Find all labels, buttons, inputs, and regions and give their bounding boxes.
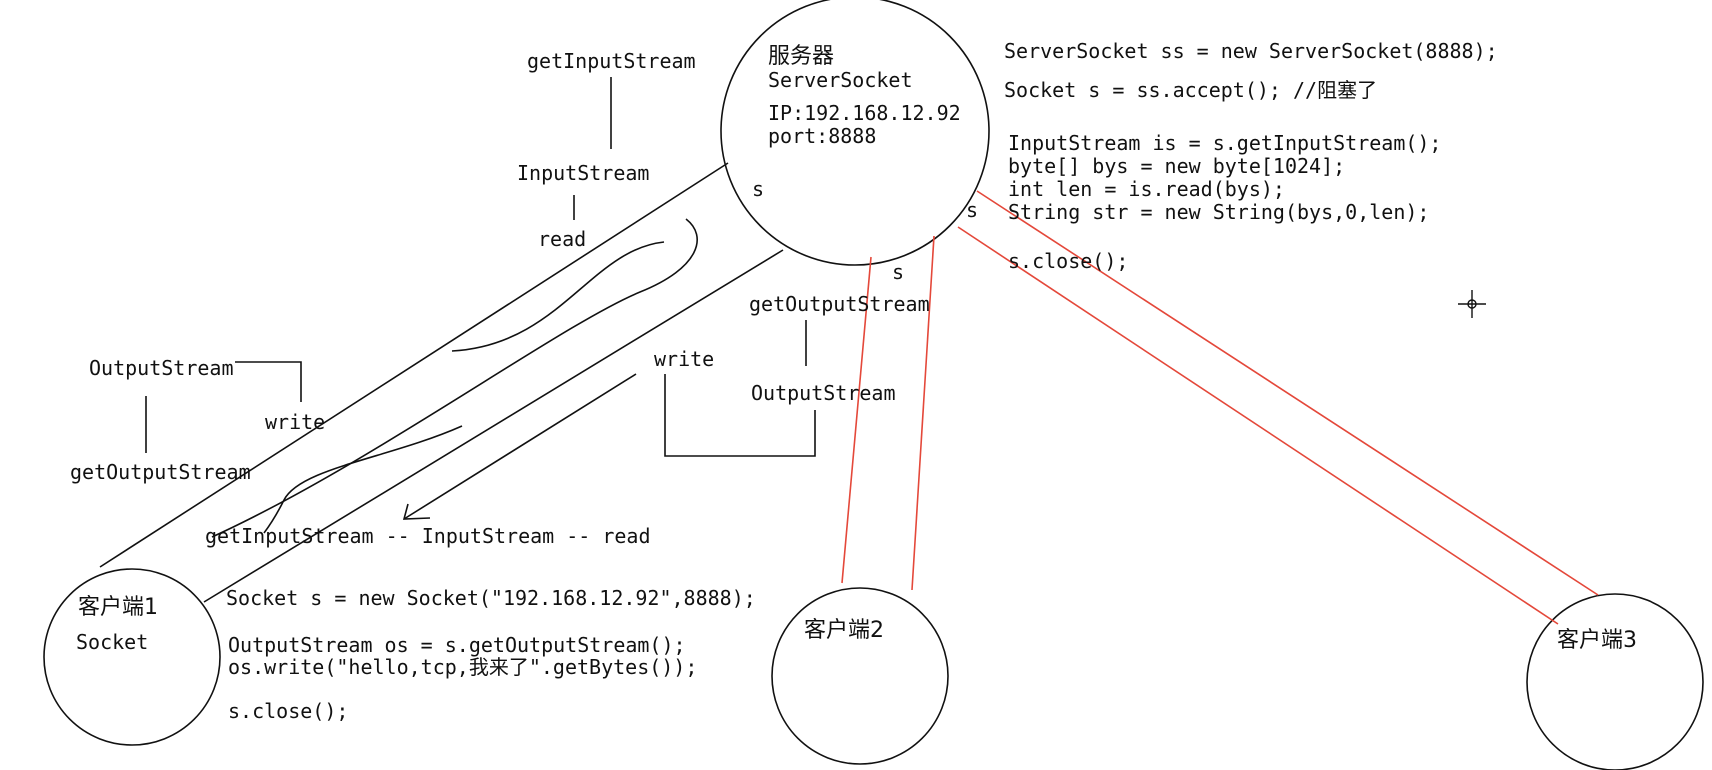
client1-title: 客户端1 xyxy=(78,595,158,620)
server-code-line: String str = new String(bys,0,len); xyxy=(1008,200,1429,224)
write-arrow-shaft xyxy=(403,373,637,520)
crosshair-cursor-icon xyxy=(1458,290,1486,318)
stream-curve-server-lower xyxy=(211,218,698,538)
client1-code-line: s.close(); xyxy=(228,699,348,723)
client3-node: 客户端3 xyxy=(1526,593,1704,770)
client-get-output-label: getOutputStream xyxy=(70,460,251,484)
client2-circle xyxy=(771,587,949,765)
server-circle xyxy=(720,0,990,266)
client1-to-server-line-lower xyxy=(203,249,784,603)
server-socket-label-left: s xyxy=(752,177,764,201)
server-ip: IP:192.168.12.92 xyxy=(768,101,961,125)
server-code-line: s.close(); xyxy=(1008,249,1128,273)
client-input-chain-label: getInputStream -- InputStream -- read xyxy=(205,524,651,548)
client1-code-line: os.write("hello,tcp,我来了".getBytes()); xyxy=(228,655,697,679)
server-socket-label-bottom: s xyxy=(892,260,904,284)
client1-node: 客户端1 Socket xyxy=(43,568,221,746)
server-code-line: byte[] bys = new byte[1024]; xyxy=(1008,154,1345,178)
client-write-label: write xyxy=(265,410,325,434)
client3-circle xyxy=(1526,593,1704,770)
server-code-line: ServerSocket ss = new ServerSocket(8888)… xyxy=(1004,39,1498,63)
client3-connection-line-b xyxy=(957,226,1559,625)
server-title: 服务器 xyxy=(768,44,834,69)
server-node: 服务器 ServerSocket IP:192.168.12.92 port:8… xyxy=(720,0,990,284)
client1-circle xyxy=(43,568,221,746)
client1-type: Socket xyxy=(76,630,148,654)
client1-code-block: Socket s = new Socket("192.168.12.92",88… xyxy=(226,586,756,723)
server-output-stream-label: OutputStream xyxy=(751,381,896,405)
stream-curve-client xyxy=(263,425,463,534)
server-write-bracket xyxy=(664,374,816,457)
server-code-line: InputStream is = s.getInputStream(); xyxy=(1008,131,1441,155)
server-socket-label-right: s xyxy=(966,198,978,222)
server-code-line: int len = is.read(bys); xyxy=(1008,177,1285,201)
stream-curve-server-upper xyxy=(451,241,665,352)
server-code-line: Socket s = ss.accept(); //阻塞了 xyxy=(1004,78,1377,102)
server-read-label: read xyxy=(538,227,586,251)
client3-title: 客户端3 xyxy=(1557,628,1637,653)
client1-to-server-line-upper xyxy=(99,162,729,568)
client2-node: 客户端2 xyxy=(771,587,949,765)
server-port: port:8888 xyxy=(768,124,876,148)
client2-connection-line-b xyxy=(911,235,935,591)
server-code-block: ServerSocket ss = new ServerSocket(8888)… xyxy=(1004,39,1498,273)
client2-connection-line-a xyxy=(841,256,872,584)
client-output-stream-label: OutputStream xyxy=(89,356,234,380)
client1-code-line: OutputStream os = s.getOutputStream(); xyxy=(228,633,686,657)
server-input-stream-label: InputStream xyxy=(517,161,649,185)
server-get-output-label: getOutputStream xyxy=(749,292,930,316)
server-type: ServerSocket xyxy=(768,68,913,92)
client-output-stream-bracket xyxy=(235,361,302,402)
client2-title: 客户端2 xyxy=(804,618,884,643)
client3-connection-line-a xyxy=(976,190,1599,596)
server-write-label: write xyxy=(654,347,714,371)
server-get-input-label: getInputStream xyxy=(527,49,696,73)
client1-code-line: Socket s = new Socket("192.168.12.92",88… xyxy=(226,586,756,610)
write-arrow-head xyxy=(402,503,431,520)
